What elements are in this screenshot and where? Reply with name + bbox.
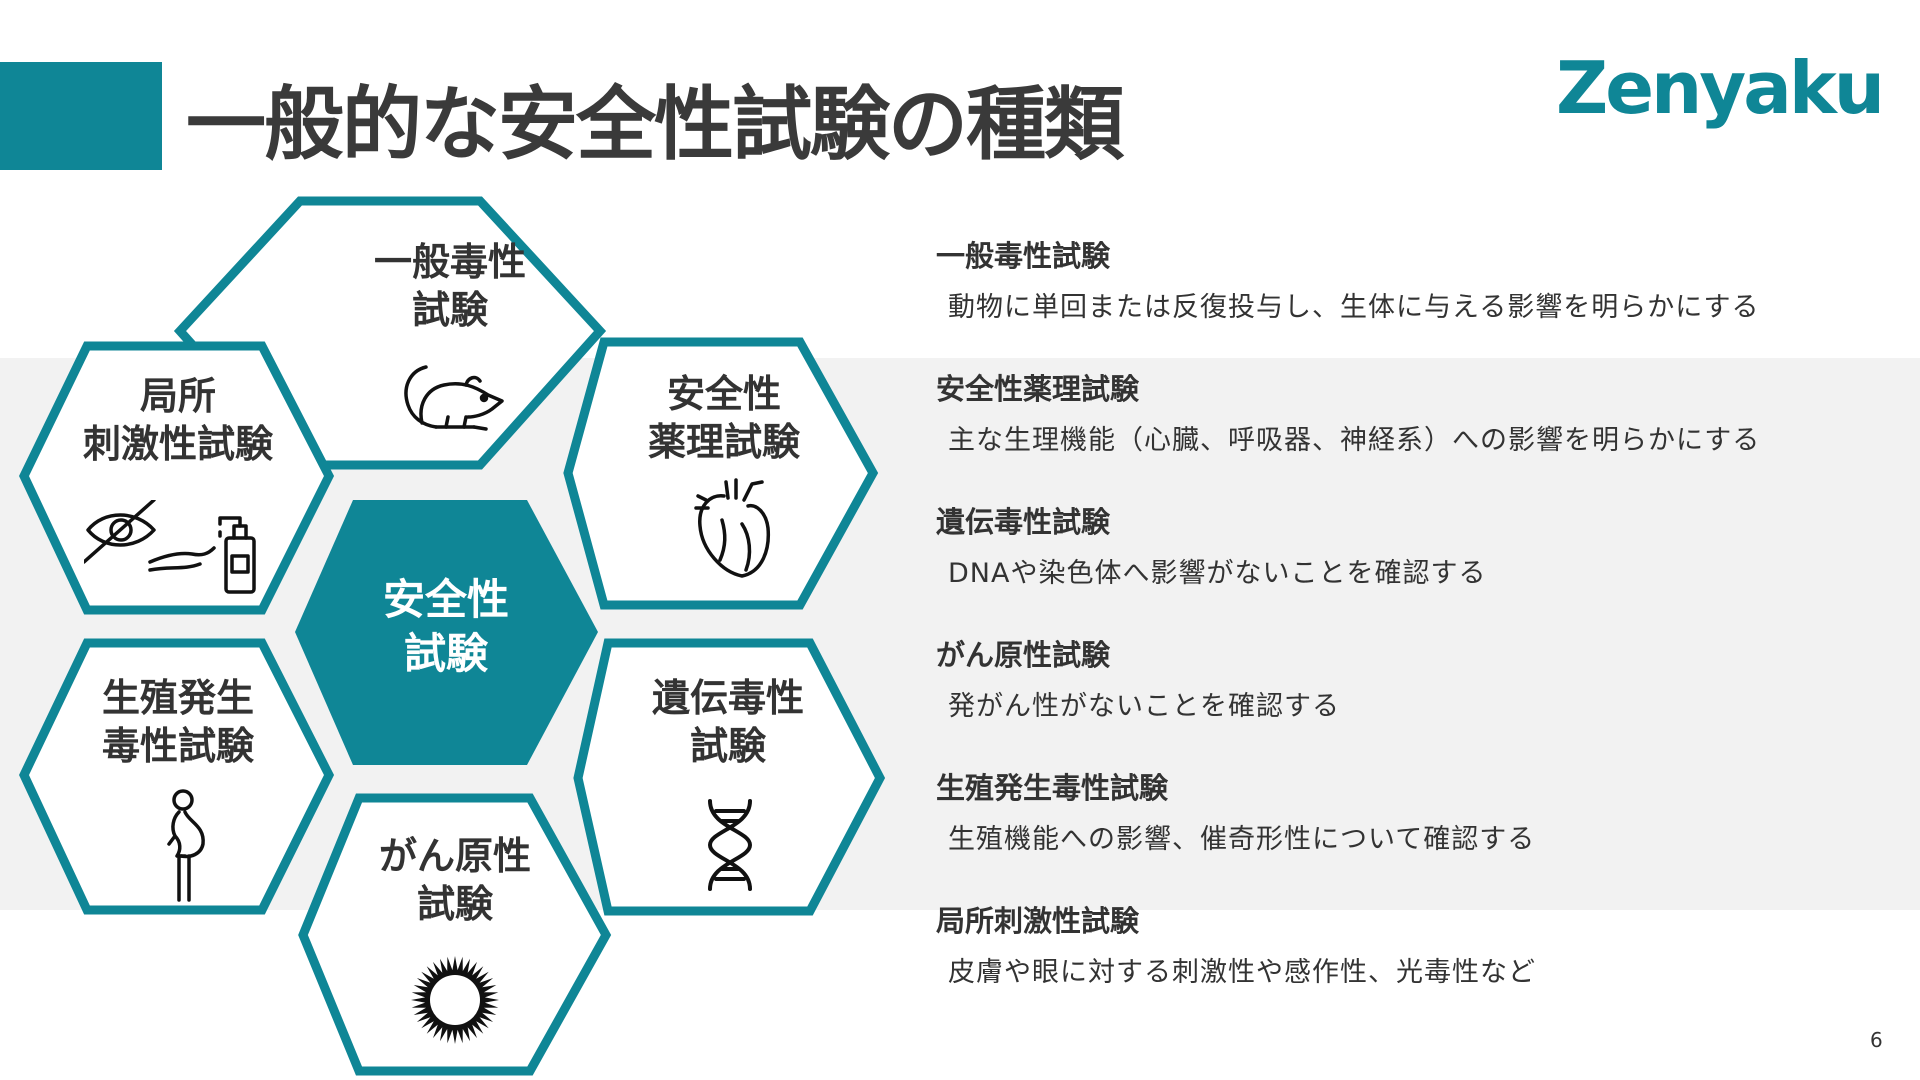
description-text: 生殖機能への影響、催奇形性について確認する	[948, 824, 1536, 855]
description-title: 生殖発生毒性試験	[936, 771, 1169, 805]
description-pharmacology: 安全性薬理試験 主な生理機能（心臓、呼吸器、神経系）への影響を明らかにする	[936, 369, 1896, 461]
hexagon-diagram	[19, 196, 886, 1076]
hex-carcinogenic	[298, 793, 612, 1076]
hex-label-pharmacology: 安全性 薬理試験	[647, 372, 800, 464]
description-carcinogenic: がん原性試験 発がん性がないことを確認する	[936, 635, 1896, 727]
description-text: DNAや染色体へ影響がないことを確認する	[948, 558, 1487, 589]
hex-reproductive	[19, 638, 335, 915]
hex-label-center: 安全性 試験	[382, 575, 509, 678]
description-title: 遺伝毒性試験	[936, 505, 1111, 539]
description-title: がん原性試験	[936, 638, 1111, 672]
description-title: 局所刺激性試験	[936, 904, 1140, 938]
hex-label-genetic: 遺伝毒性 試験	[651, 676, 804, 768]
zenyaku-logo: Zenyaku	[1556, 46, 1885, 130]
heart-icon	[694, 478, 771, 578]
title-accent-bar	[0, 62, 162, 170]
description-text: 動物に単回または反復投与し、生体に与える影響を明らかにする	[948, 292, 1760, 323]
page-number: 6	[1870, 1028, 1883, 1052]
starburst-icon	[411, 956, 499, 1044]
hex-genetic	[573, 638, 886, 916]
description-title: 一般毒性試験	[936, 239, 1111, 273]
mouse-icon	[404, 365, 504, 431]
description-reproductive: 生殖発生毒性試験 生殖機能への影響、催奇形性について確認する	[936, 768, 1896, 860]
hex-pharmacology	[563, 337, 879, 610]
description-general: 一般毒性試験 動物に単回または反復投与し、生体に与える影響を明らかにする	[936, 236, 1896, 328]
description-text: 皮膚や眼に対する刺激性や感作性、光毒性など	[948, 957, 1536, 988]
description-text: 発がん性がないことを確認する	[948, 691, 1340, 722]
description-genetic: 遺伝毒性試験 DNAや染色体へ影響がないことを確認する	[936, 502, 1896, 594]
hex-center	[295, 500, 598, 765]
pregnant-woman-icon	[167, 789, 205, 902]
description-text: 主な生理機能（心臓、呼吸器、神経系）への影響を明らかにする	[948, 425, 1761, 456]
page-title: 一般的な安全性試験の種類	[186, 78, 1124, 171]
description-local: 局所刺激性試験 皮膚や眼に対する刺激性や感作性、光毒性など	[936, 901, 1896, 993]
hex-label-carcinogenic: がん原性 試験	[378, 834, 531, 926]
description-title: 安全性薬理試験	[936, 372, 1140, 406]
hex-label-general: 一般毒性 試験	[373, 240, 526, 332]
hex-label-local: 局所 刺激性試験	[82, 374, 273, 466]
hex-label-reproductive: 生殖発生 毒性試験	[101, 676, 254, 768]
dna-icon	[707, 799, 753, 891]
eye-hand-dispenser-icon	[84, 500, 256, 594]
